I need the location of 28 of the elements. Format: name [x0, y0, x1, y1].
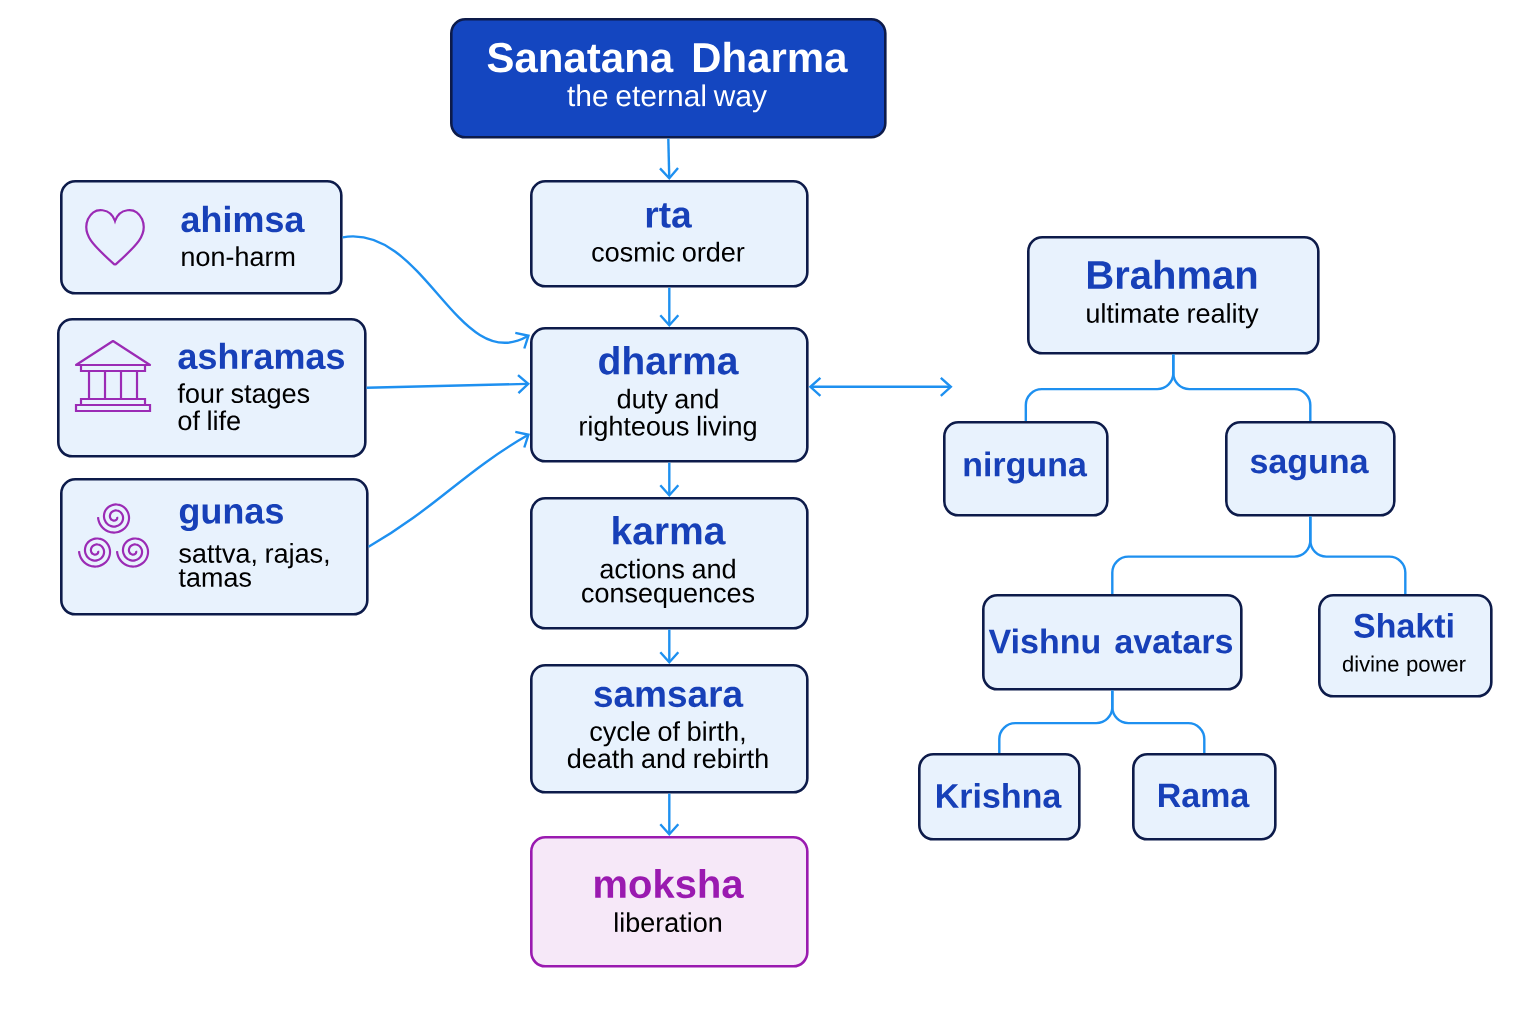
arrow	[659, 138, 679, 180]
connector-line	[1111, 690, 1206, 753]
arrow	[366, 374, 530, 394]
arrow	[659, 793, 680, 836]
arrow	[368, 430, 530, 548]
arrow	[808, 376, 953, 397]
concept-box: gunas sattva, rajas, tamas	[60, 478, 369, 616]
concept-box: rta cosmic order	[530, 180, 809, 288]
concept-box: Vishnu avatars	[982, 594, 1243, 691]
arrow	[659, 629, 680, 664]
concept-box: ahimsa non-harm	[60, 180, 343, 295]
connector-line	[1172, 354, 1312, 421]
concept-box: samsara cycle of birth, death and rebirth	[530, 664, 809, 794]
arrow	[342, 235, 530, 349]
title-box: Sanatana Dharma the eternal way	[450, 18, 887, 139]
concept-box: Krishna	[918, 753, 1081, 841]
concept-box: nirguna	[943, 421, 1109, 517]
concept-box: saguna	[1225, 421, 1396, 517]
concept-box: dharma duty and righteous living	[530, 327, 809, 463]
concept-box: Rama	[1132, 753, 1277, 841]
concept-box: karma actions and consequences	[530, 497, 809, 630]
arrow	[659, 462, 680, 497]
connector-line	[1309, 516, 1407, 594]
concept-box: Shakti divine power	[1318, 594, 1493, 698]
goal-box: moksha liberation	[530, 836, 809, 968]
arrow	[659, 287, 680, 327]
concept-box: ashramas four stages of life	[57, 318, 367, 458]
concept-box: Brahman ultimate reality	[1027, 236, 1320, 355]
